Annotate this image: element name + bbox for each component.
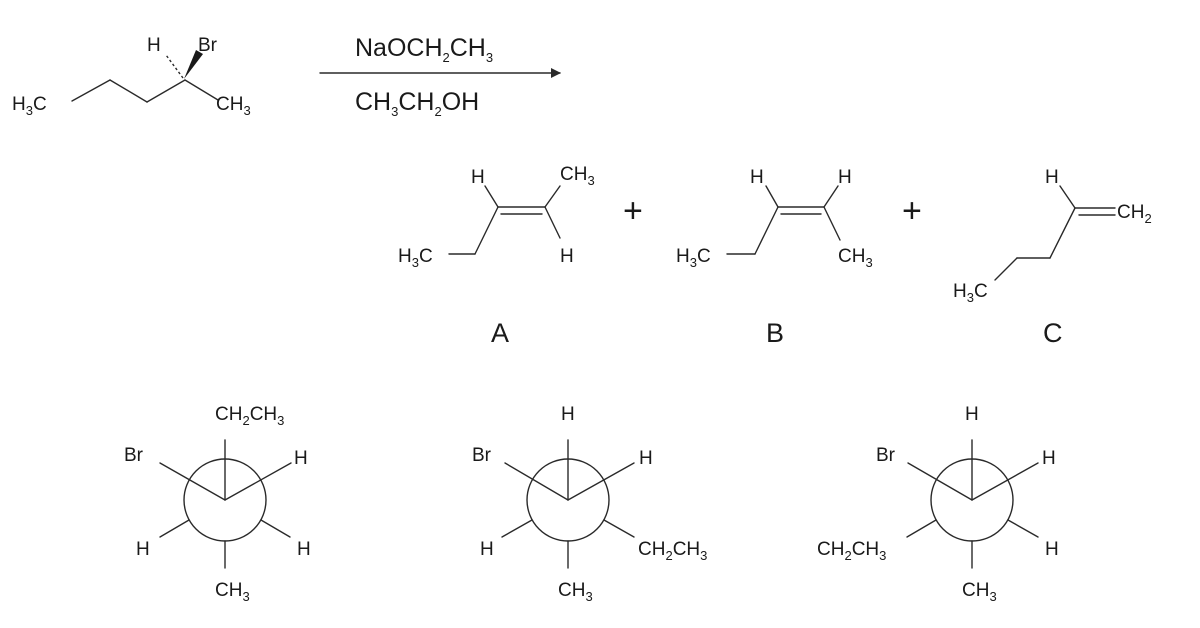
product-b-methyl-label: CH3 — [838, 246, 873, 270]
newman-2-methyl-label: CH3 — [558, 580, 593, 604]
newman-1-back-bond-h-left — [159, 519, 190, 538]
newman-2-h-front-right: H — [639, 448, 653, 469]
newman-3-h-back-right: H — [1045, 539, 1059, 560]
product-b-ethyl-methyl-label: H3C — [676, 246, 711, 270]
product-b-bond-ch2-c — [754, 206, 779, 255]
product-a-bond-h-right — [544, 206, 561, 239]
newman-1-h-front: H — [294, 448, 308, 469]
product-b: H3C H H CH3 B — [676, 167, 873, 348]
reactant-left-methyl-label: H3C — [12, 94, 47, 118]
reactant-hash-bond — [165, 54, 184, 79]
newman-2-front-bond-br — [504, 462, 569, 501]
newman-1-ethyl-label: CH2CH3 — [215, 404, 284, 428]
product-b-bond-h-left — [765, 185, 779, 208]
newman-2-h-top: H — [561, 404, 575, 425]
product-a-bond-ch2-c — [474, 206, 499, 255]
product-b-label: B — [766, 318, 784, 348]
product-c-label: C — [1043, 318, 1063, 348]
newman-3-ethyl-label: CH2CH3 — [817, 539, 886, 563]
newman-3-front-bond-h-right — [971, 462, 1039, 501]
reactant-right-methyl-label: CH3 — [216, 94, 251, 118]
newman-3-back-bond-h — [1007, 519, 1039, 538]
newman-1-back-bond-h-right — [260, 519, 291, 538]
newman-2-ethyl-label: CH2CH3 — [638, 539, 707, 563]
product-a: H3C H CH3 H A — [398, 164, 595, 348]
product-a-h-bottom: H — [560, 246, 574, 267]
product-c-chain-methyl-label: H3C — [953, 281, 988, 305]
product-c-bond-3 — [1049, 207, 1076, 259]
product-b-bond-h-right — [823, 185, 839, 208]
newman-2-front-bond-h-right — [567, 462, 635, 501]
product-a-bond-h-left — [484, 185, 499, 208]
product-b-h-right: H — [838, 167, 852, 188]
product-a-h-top: H — [471, 167, 485, 188]
product-b-bond-ch3 — [823, 206, 841, 241]
newman-projection-1: CH2CH3 Br H H H CH3 — [124, 404, 311, 604]
newman-3-h-top: H — [965, 404, 979, 425]
reactant-bond-4 — [184, 79, 219, 101]
newman-2-br-label: Br — [472, 445, 492, 466]
product-c-bond-h — [1059, 185, 1076, 209]
newman-2-back-bond-ethyl — [603, 519, 635, 538]
newman-1-front-bond-h — [224, 462, 292, 501]
newman-3-h-front-right: H — [1042, 448, 1056, 469]
plus-sign-1: + — [623, 192, 643, 230]
reactant-2-bromopentane: H3C CH3 H Br — [12, 35, 251, 118]
newman-2-back-bond-h — [501, 519, 533, 538]
reactant-bond-2 — [109, 79, 148, 103]
product-b-h-left: H — [750, 167, 764, 188]
product-a-label: A — [491, 318, 509, 348]
newman-1-br-label: Br — [124, 445, 144, 466]
newman-3-front-bond-br — [907, 462, 973, 501]
reagent-line-1: NaOCH2CH3 — [355, 34, 493, 65]
plus-sign-2: + — [902, 192, 922, 230]
reactant-br-label: Br — [198, 35, 218, 56]
reactant-wedge-bond — [184, 50, 203, 79]
product-a-ethyl-methyl-label: H3C — [398, 246, 433, 270]
reactant-bond-3 — [146, 79, 186, 103]
newman-projection-2: H Br H H CH2CH3 CH3 — [472, 404, 707, 604]
newman-3-back-bond-ethyl — [906, 519, 937, 538]
product-a-methyl-label: CH3 — [560, 164, 595, 188]
newman-projection-3: H Br H CH2CH3 H CH3 — [817, 404, 1059, 604]
product-a-bond-ch3 — [544, 185, 561, 208]
newman-1-front-bond-br — [159, 462, 226, 501]
newman-1-h-back-left: H — [136, 539, 150, 560]
product-c-methylene-label: CH2 — [1117, 202, 1152, 226]
product-c-bond-1 — [994, 257, 1018, 281]
reactant-h-label: H — [147, 35, 161, 56]
newman-1-methyl-label: CH3 — [215, 580, 250, 604]
reaction-arrow-group: NaOCH2CH3 CH3CH2OH — [319, 34, 561, 119]
product-c-h-label: H — [1045, 167, 1059, 188]
reactant-bond-1 — [71, 79, 111, 102]
product-c: H3C H CH2 C — [953, 167, 1152, 348]
newman-3-methyl-label: CH3 — [962, 580, 997, 604]
newman-1-h-back-right: H — [297, 539, 311, 560]
newman-2-h-back-left: H — [480, 539, 494, 560]
reagent-line-2: CH3CH2OH — [355, 88, 479, 119]
newman-3-br-label: Br — [876, 445, 896, 466]
